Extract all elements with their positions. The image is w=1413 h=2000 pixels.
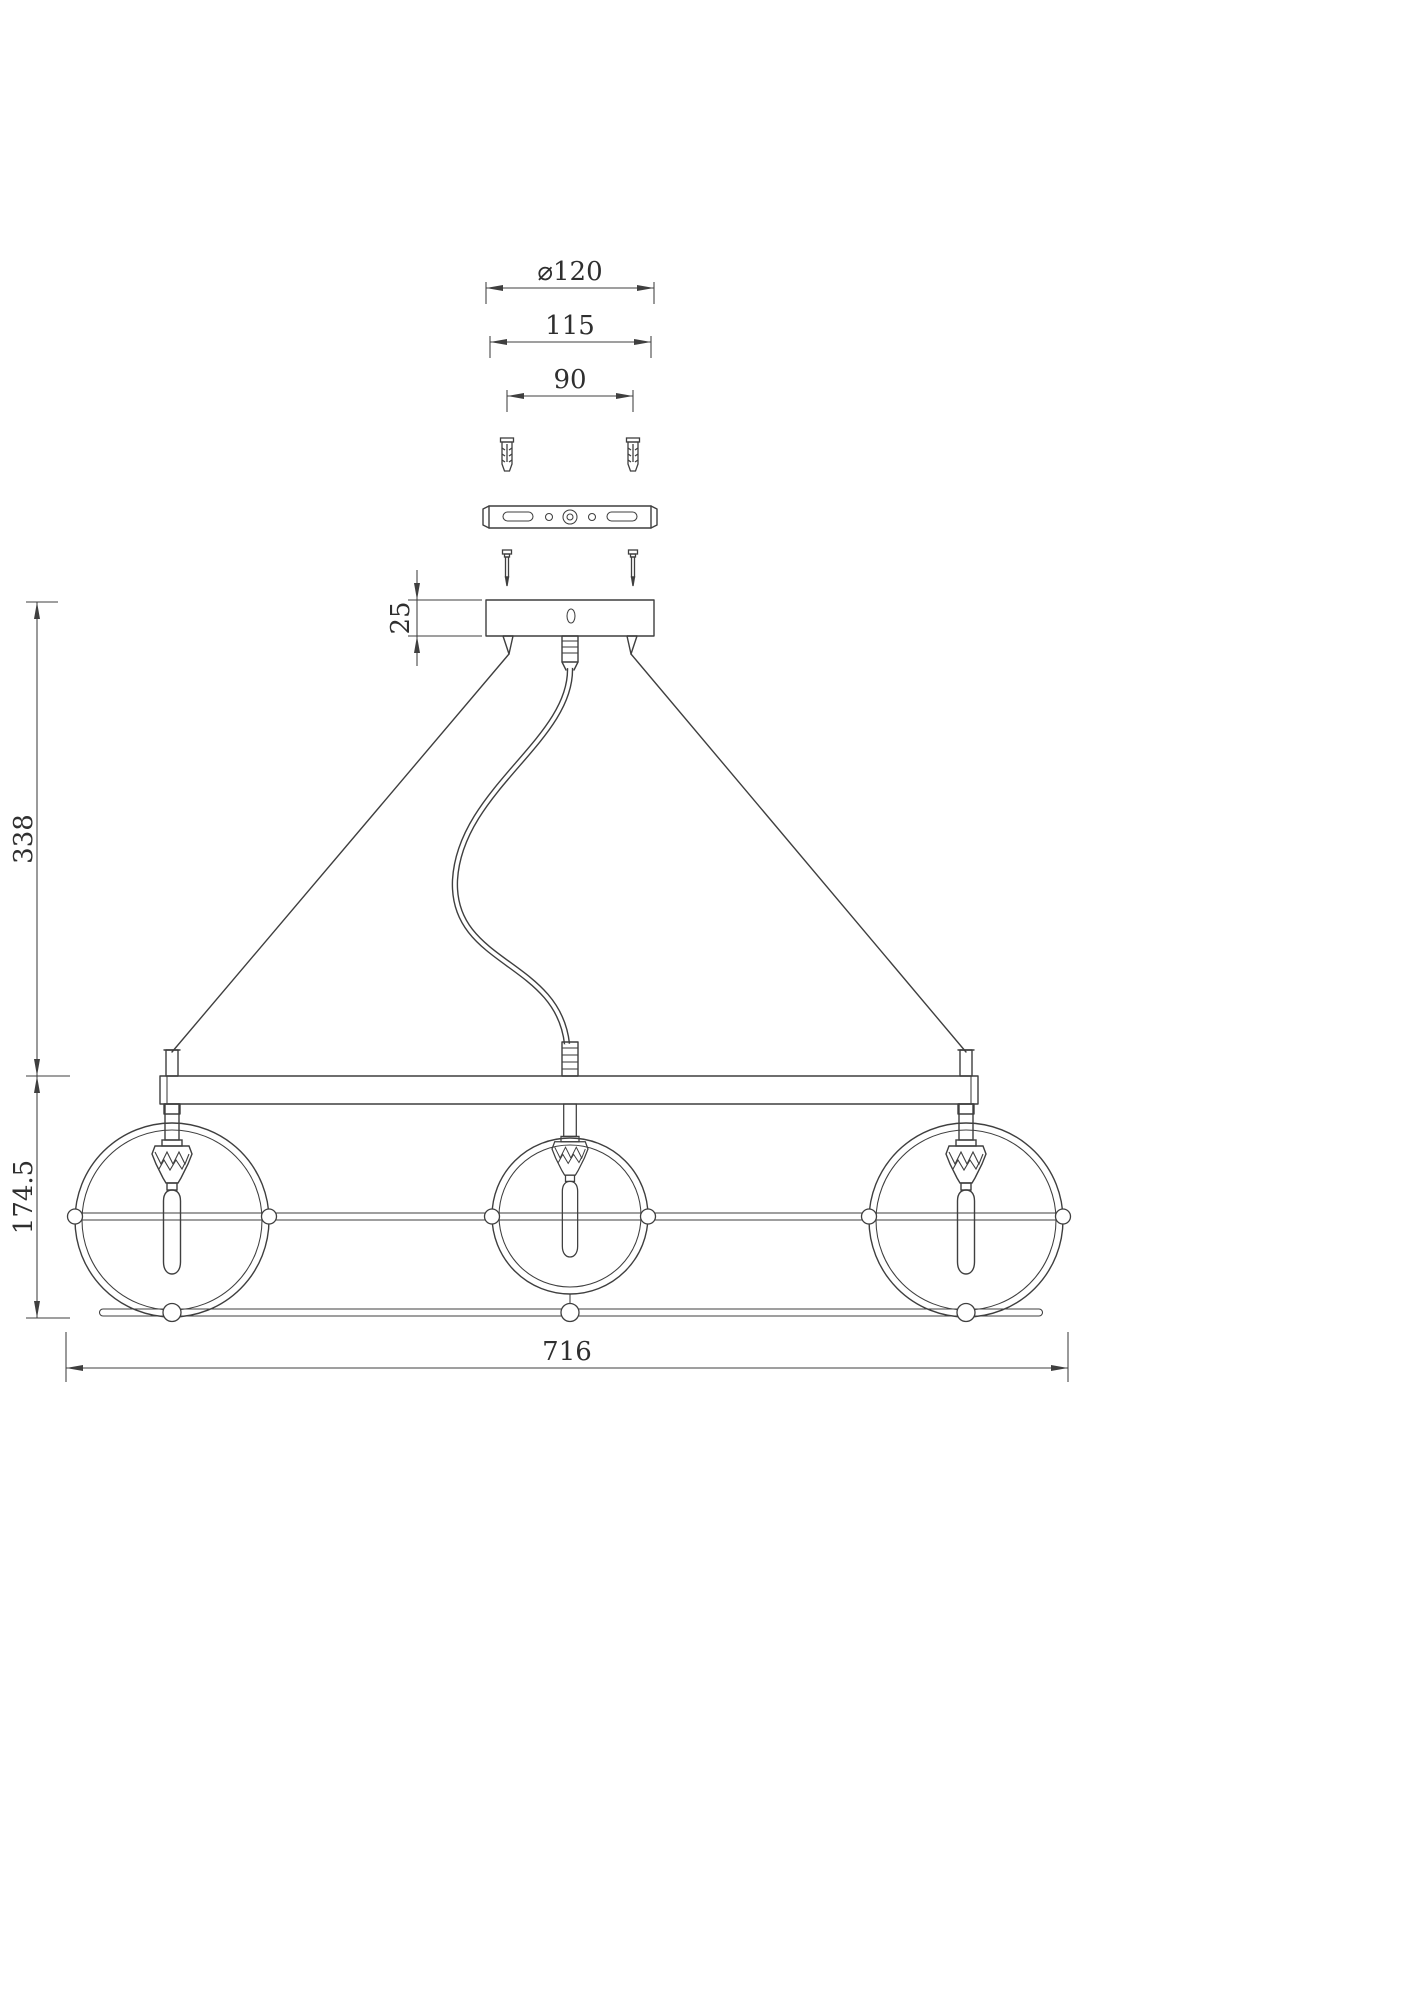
- lamp-center: [491, 1103, 649, 1295]
- overall-width-label: 716: [542, 1337, 592, 1367]
- suspension-cables: [171, 653, 967, 1053]
- ring-connector-balls: [66, 1208, 1072, 1323]
- dimension-canopy-diameter: ⌀120: [485, 257, 655, 304]
- canopy-diameter-label: ⌀120: [537, 257, 602, 287]
- dimension-hole-spacing: 90: [506, 365, 634, 412]
- mid-ring-rail: [75, 1212, 1063, 1221]
- drop-height-label: 338: [9, 814, 39, 864]
- bracket-length-label: 115: [545, 311, 595, 341]
- mounting-bracket: [482, 505, 658, 529]
- lamp-left: [74, 1103, 270, 1318]
- wall-anchor-right: [625, 437, 641, 472]
- canopy-height-label: 25: [386, 601, 416, 634]
- dimension-canopy-height: 25: [386, 570, 482, 666]
- power-cord: [451, 667, 574, 1045]
- dimension-bracket-length: 115: [489, 311, 652, 358]
- screw-left: [501, 549, 513, 587]
- ceiling-canopy: [485, 599, 655, 671]
- body-height-label: 174.5: [9, 1160, 39, 1234]
- frame-bar: [159, 1041, 979, 1115]
- lamp-right: [868, 1103, 1064, 1318]
- dimension-body-height: 174.5: [9, 1076, 70, 1319]
- dimension-drop-height: 338: [9, 601, 70, 1077]
- hole-spacing-label: 90: [553, 365, 586, 395]
- screw-right: [627, 549, 639, 587]
- wall-anchor-left: [499, 437, 515, 472]
- dimension-overall-width: 716: [65, 1332, 1069, 1382]
